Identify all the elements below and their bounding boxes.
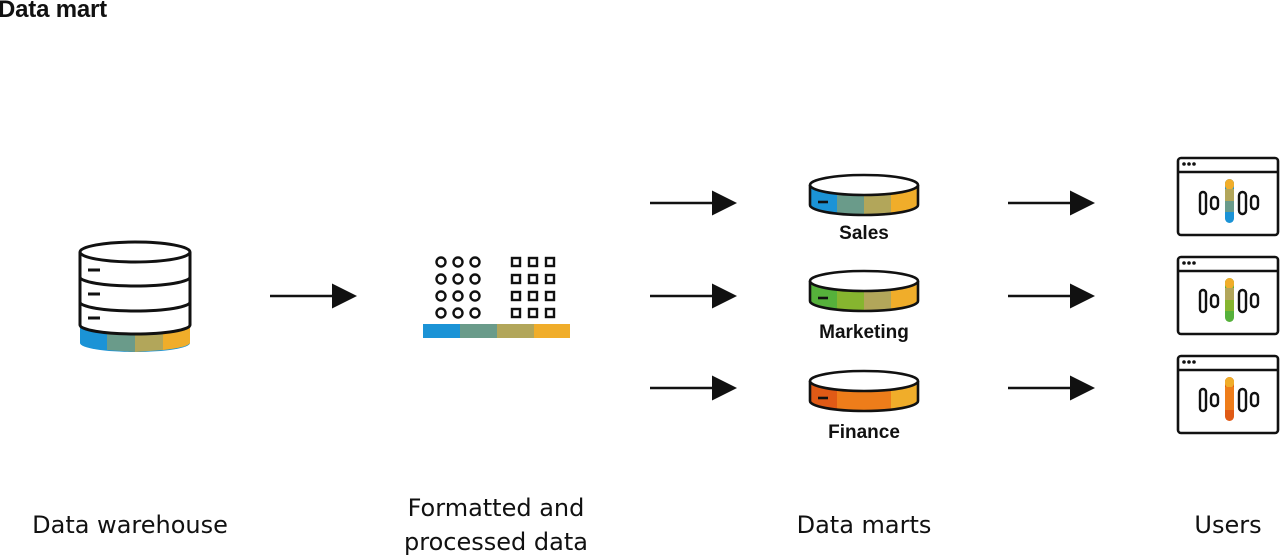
user-window-icon-sales [1176,156,1280,237]
processed-data-icon [423,256,570,338]
user-window-icon-marketing [1176,255,1280,336]
caption-users: Users [1194,511,1262,539]
finance-disk-icon [808,369,920,413]
caption-data-warehouse: Data warehouse [32,511,228,539]
caption-processed-data: Formatted and processed data [404,494,588,556]
mart-label-sales: Sales [839,223,889,244]
marketing-disk-icon [808,269,920,313]
mart-label-finance: Finance [828,422,900,443]
diagram-title: Data mart [0,0,107,23]
database-icon [78,240,192,352]
user-window-icon-finance [1176,354,1280,435]
caption-data-marts: Data marts [796,511,932,539]
sales-disk-icon [808,173,920,217]
mart-label-marketing: Marketing [819,322,909,343]
